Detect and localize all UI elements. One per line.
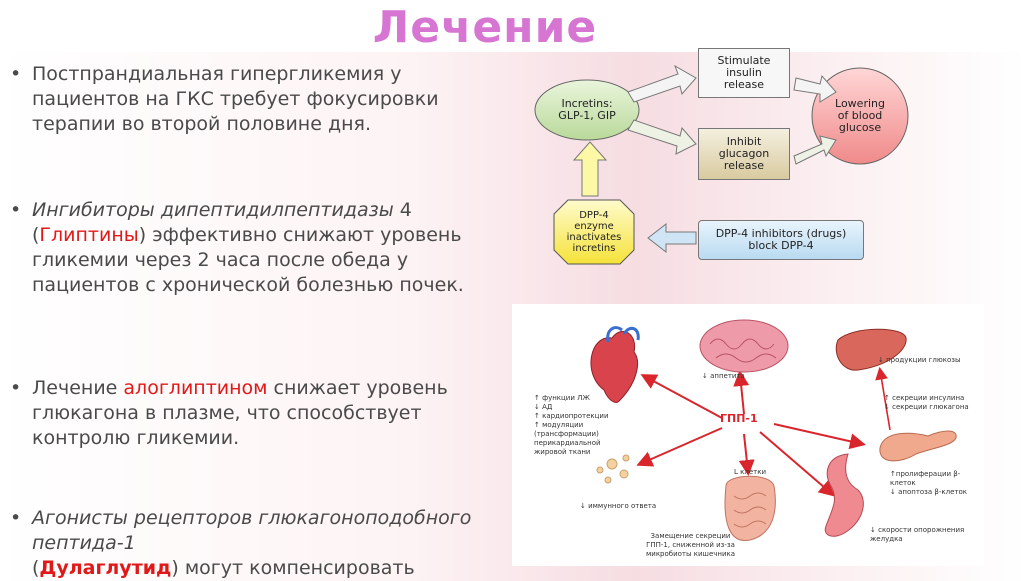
heart-effects-label: ↑ функции ЛЖ ↓ АД ↑ кардиопротекции ↑ мо… — [534, 394, 609, 456]
title-band — [0, 0, 1024, 52]
bullet-text-italic: Агонисты рецепторов глюкагоноподобного п… — [32, 507, 472, 554]
arrow-to-intestine — [738, 433, 755, 476]
dpp4-octagon — [553, 199, 635, 265]
bullet-text: 4 ( — [32, 199, 412, 246]
lcells-label: L клетки — [734, 468, 766, 476]
arrow-inhibitors-left — [647, 222, 697, 254]
incretin-diagram: Stimulate insulin release Inhibit glucag… — [530, 40, 920, 280]
arrow-dpp4-up — [572, 141, 608, 197]
arrow-to-pancreas — [773, 423, 866, 450]
bullet-text-italic: Ингибиторы дипептидилпептидазы — [32, 199, 394, 221]
bullet-text: ) могут компенсировать — [171, 557, 415, 579]
bullet-highlight: Глиптины — [39, 224, 139, 246]
arrow-stimulate-to-lowering — [793, 74, 837, 103]
microbiota-label: Замещение секреции ГПП-1, сниженной из-з… — [646, 532, 736, 558]
arrow-to-immune — [636, 427, 723, 467]
arrow-to-heart — [640, 374, 723, 419]
bullet-dot: • — [10, 63, 22, 85]
beta-cells-label: ↑пролиферации β- клеток ↓ апоптоза β-кле… — [890, 470, 968, 496]
liver-effect-label: ↓ продукции глюкозы — [878, 356, 961, 364]
arrow-inhibit-to-lowering — [793, 135, 837, 165]
pancreas-hormones-label: ↑ секреции инсулина ↓ секреции глюкагона — [884, 394, 969, 411]
heart-icon — [590, 331, 638, 403]
glp1-effects-diagram: ГПП-1 ↓ аппетита ↑ функции ЛЖ ↓ АД ↑ кар… — [512, 304, 984, 566]
arrow-to-stimulate — [627, 64, 697, 103]
bullet-dot: • — [10, 199, 22, 221]
stimulate-insulin-box: Stimulate insulin release — [698, 48, 790, 98]
arrow-to-brain — [733, 370, 750, 415]
stomach-effect-label: ↓ скорости опорожнения желудка — [870, 526, 965, 543]
incretins-oval — [534, 79, 640, 141]
bullet-item-4: • Агонисты рецепторов глюкагоноподобного… — [10, 506, 510, 581]
inhibit-glucagon-box: Inhibit glucagon release — [698, 128, 790, 180]
brain-icon — [699, 319, 789, 373]
bullet-highlight: Дулаглутид — [39, 557, 172, 579]
glp1-diagram-graphics — [590, 319, 957, 541]
incretin-diagram-arrows — [534, 64, 909, 265]
glp1-center-label: ГПП-1 — [720, 412, 758, 425]
bullet-highlight: алоглиптином — [123, 377, 268, 399]
dpp4-inhibitors-box: DPP-4 inhibitors (drugs) block DPP-4 — [698, 220, 864, 260]
arrow-to-stomach — [759, 431, 836, 497]
bullet-item-3: • Лечение алоглиптином снижает уровень г… — [10, 376, 510, 451]
arrow-to-inhibit — [627, 119, 697, 155]
brain-folds — [709, 338, 777, 363]
incretins-label: Incretins: GLP-1, GIP — [558, 97, 616, 122]
bullet-text: ) эффективно снижают уровень гликемии че… — [32, 224, 464, 296]
bullet-text: ( — [32, 557, 40, 579]
immune-label: ↓ иммунного ответа — [580, 502, 657, 510]
pancreas-icon — [879, 430, 957, 462]
slide-title: Лечение — [372, 2, 598, 53]
immune-cells-icon — [596, 454, 630, 484]
bullet-item-1: • Постпрандиальная гипергликемия у пацие… — [10, 62, 510, 137]
liver-icon — [835, 328, 907, 371]
intestine-coils — [733, 492, 767, 528]
bullet-text: снижает уровень глюкагона в плазме, что … — [32, 377, 448, 449]
bullet-text: Лечение — [32, 377, 124, 399]
lowering-glucose-label: Lowering of blood glucose — [835, 97, 885, 134]
bullet-text: Постпрандиальная гипергликемия у пациент… — [32, 63, 439, 135]
stomach-icon — [824, 453, 864, 537]
bullet-item-2: • Ингибиторы дипептидилпептидазы 4 (Глип… — [10, 198, 510, 298]
dpp4-label: DPP-4 enzyme inactivates incretins — [566, 210, 622, 254]
appetite-label: ↓ аппетита — [702, 372, 745, 380]
intestine-icon — [724, 475, 776, 541]
bullet-dot: • — [10, 377, 22, 399]
heart-vessels-icon — [606, 326, 640, 343]
arrow-pancreas-to-liver — [875, 366, 891, 431]
bullet-dot: • — [10, 507, 22, 529]
